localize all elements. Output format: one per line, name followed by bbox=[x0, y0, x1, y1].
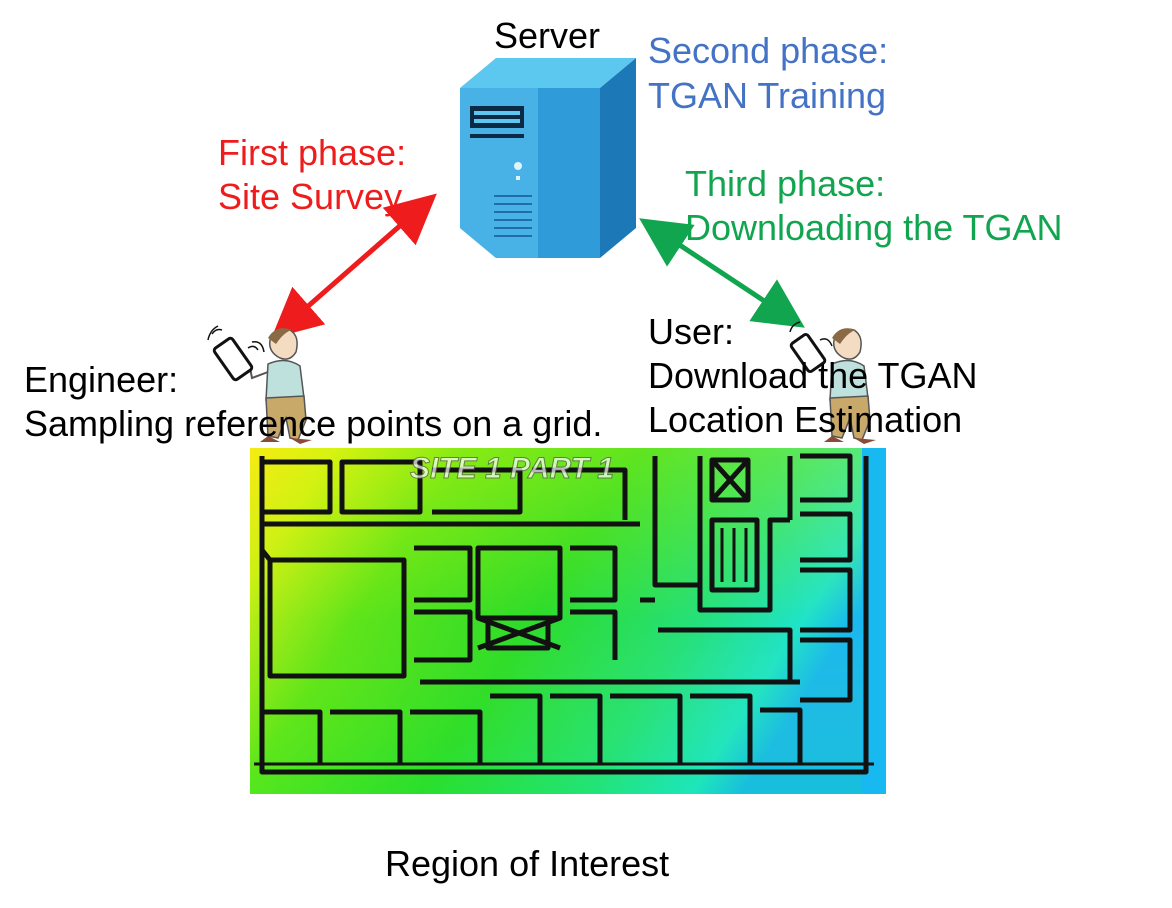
first-phase-label: First phase: Site Survey bbox=[218, 131, 406, 219]
region-of-interest-label: Region of Interest bbox=[385, 843, 670, 884]
server-label: Server bbox=[494, 15, 601, 56]
second-phase-desc: TGAN Training bbox=[648, 75, 887, 116]
engineer-desc: Sampling reference points on a grid. bbox=[24, 403, 603, 444]
user-label: User: Download the TGAN Location Estimat… bbox=[648, 310, 978, 442]
user-desc-download: Download the TGAN bbox=[648, 355, 978, 396]
first-phase-desc: Site Survey bbox=[218, 176, 403, 217]
user-desc-location: Location Estimation bbox=[648, 399, 963, 440]
engineer-person-icon bbox=[249, 328, 312, 444]
smartphone-icon bbox=[207, 325, 265, 382]
download-arrow bbox=[639, 218, 805, 328]
third-phase-desc: Downloading the TGAN bbox=[685, 207, 1063, 248]
first-phase-title: First phase: bbox=[218, 132, 407, 173]
map-watermark: SITE 1 PART 1 bbox=[410, 452, 614, 485]
floor-plan-heatmap: SITE 1 PART 1 bbox=[250, 448, 886, 794]
server-icon bbox=[460, 58, 636, 258]
third-phase-title: Third phase: bbox=[685, 163, 886, 204]
third-phase-label: Third phase: Downloading the TGAN bbox=[685, 162, 1063, 250]
user-title: User: bbox=[648, 311, 735, 352]
engineer-label: Engineer: Sampling reference points on a… bbox=[24, 358, 602, 446]
second-phase-label: Second phase: TGAN Training bbox=[648, 28, 888, 118]
user-smartphone-icon bbox=[789, 333, 827, 373]
second-phase-title: Second phase: bbox=[648, 30, 889, 71]
site-survey-arrow bbox=[271, 193, 437, 339]
user-person-icon bbox=[789, 321, 876, 444]
engineer-title: Engineer: bbox=[24, 359, 179, 400]
